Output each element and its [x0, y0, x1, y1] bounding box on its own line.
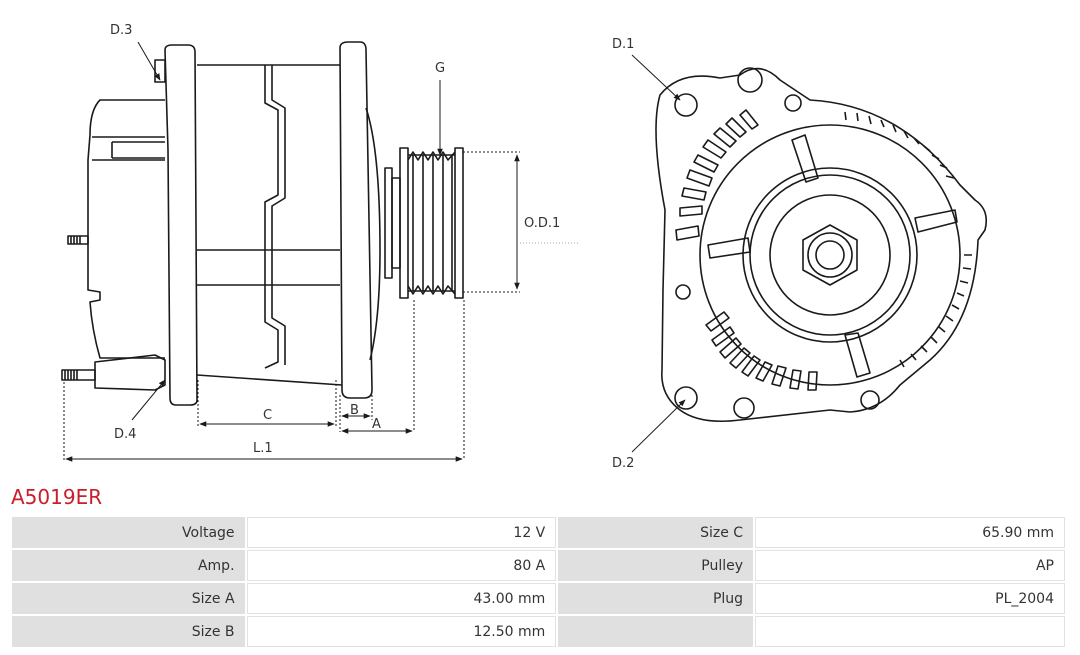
spec-label: Voltage: [12, 517, 245, 548]
front-view: [655, 67, 988, 423]
spec-value: 43.00 mm: [246, 583, 557, 614]
product-code: A5019ER: [11, 485, 103, 509]
spec-value: 12.50 mm: [246, 616, 557, 647]
spec-value: AP: [755, 550, 1065, 581]
label-b: B: [350, 403, 359, 418]
spec-label: Amp.: [12, 550, 245, 581]
spec-label: Size C: [558, 517, 754, 548]
spec-label: Plug: [558, 583, 754, 614]
spec-label: Size A: [12, 583, 245, 614]
spec-label: [558, 616, 754, 647]
label-c: C: [263, 408, 272, 423]
spec-label: Size B: [12, 616, 245, 647]
side-view: [61, 41, 464, 406]
spec-value: 12 V: [246, 517, 557, 548]
spec-value: 80 A: [246, 550, 557, 581]
spec-value: [755, 616, 1065, 647]
alternator-technical-drawing: D.3 D.4 G O.D.1 C B A L.1 D.1 D.2: [61, 23, 988, 471]
spec-value: PL_2004: [755, 583, 1065, 614]
label-l1: L.1: [253, 441, 273, 456]
label-d2: D.2: [612, 456, 634, 471]
label-a: A: [372, 417, 381, 432]
label-d4: D.4: [114, 427, 136, 442]
spec-label: Pulley: [558, 550, 754, 581]
spec-value: 65.90 mm: [755, 517, 1065, 548]
label-g: G: [435, 61, 445, 76]
label-d3: D.3: [110, 23, 132, 38]
label-od1: O.D.1: [524, 216, 560, 231]
label-d1: D.1: [612, 37, 634, 52]
